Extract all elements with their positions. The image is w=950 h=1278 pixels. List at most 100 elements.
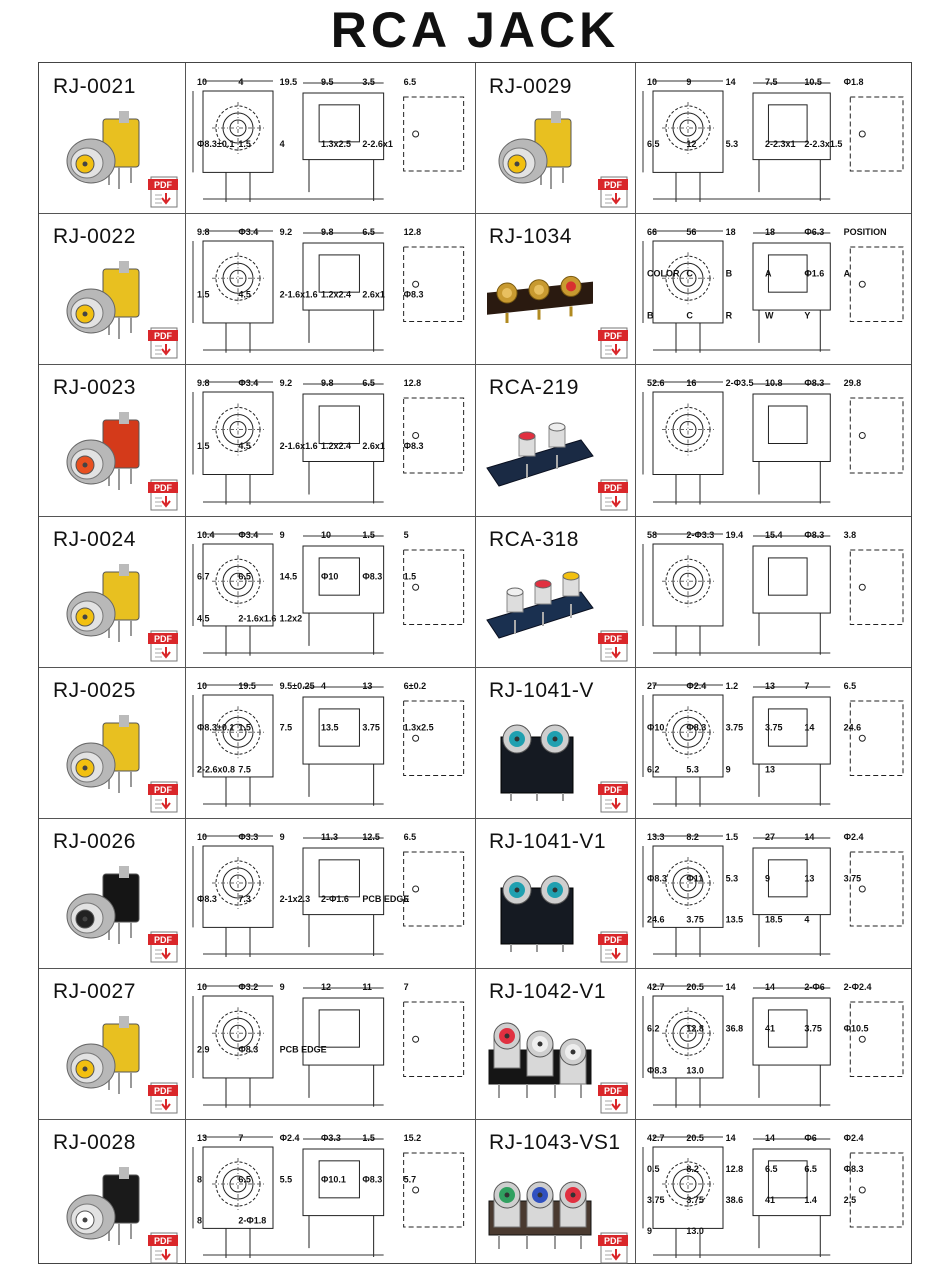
dimension-label: C: [686, 310, 693, 320]
model-number: RJ-0029: [489, 75, 572, 98]
dimension-label: 3.75: [804, 1024, 822, 1034]
pdf-download-icon[interactable]: PDF: [597, 629, 631, 663]
dimension-label: 9: [280, 530, 285, 540]
dimension-label: 41: [765, 1024, 775, 1034]
dimension-label: Φ8.3: [844, 1164, 864, 1174]
pdf-download-icon[interactable]: PDF: [147, 478, 181, 512]
dimension-label: 7.5: [280, 723, 293, 733]
product-photo: [488, 1022, 592, 1098]
dimension-label: 16: [686, 378, 696, 388]
model-number: RJ-0027: [53, 980, 136, 1003]
dimension-label: 11.3: [321, 832, 338, 842]
dimension-label: A: [765, 269, 772, 279]
dimension-label: Φ10: [321, 572, 338, 582]
dimension-label: 4: [238, 77, 243, 87]
dimension-label: 9.8: [197, 378, 210, 388]
dimension-label: 10: [197, 681, 207, 691]
svg-text:PDF: PDF: [604, 331, 623, 341]
dimension-label: 1.3x2.5: [404, 723, 434, 733]
dimension-label: 58: [647, 530, 657, 540]
dimension-label: 9.8: [197, 227, 210, 237]
dimension-label: 13.3: [647, 832, 665, 842]
dimension-label: 10: [197, 832, 207, 842]
pdf-download-icon[interactable]: PDF: [597, 1231, 631, 1265]
dimension-label: 2-Φ1.6: [321, 894, 349, 904]
dimension-label: 3.75: [726, 723, 744, 733]
dimension-label: 2-Φ1.8: [238, 1216, 266, 1226]
model-number: RJ-1043-VS1: [489, 1131, 621, 1154]
pdf-download-icon[interactable]: PDF: [147, 780, 181, 814]
pdf-download-icon[interactable]: PDF: [147, 1081, 181, 1115]
dimension-label: 66: [647, 227, 657, 237]
pdf-download-icon[interactable]: PDF: [147, 629, 181, 663]
page-title: RCA JACK: [330, 2, 620, 58]
dimension-label: 2-1x2.3: [280, 894, 311, 904]
pdf-download-icon[interactable]: PDF: [147, 930, 181, 964]
dimension-label: 4.5: [238, 441, 251, 451]
dimension-label: 9.8: [321, 227, 334, 237]
dimension-label: 4.5: [238, 290, 251, 300]
pdf-download-icon[interactable]: PDF: [597, 175, 631, 209]
dimension-label: 12.8: [404, 378, 422, 388]
dimension-label: 12: [686, 139, 696, 149]
pdf-download-icon[interactable]: PDF: [597, 1081, 631, 1115]
dimension-label: 2.6x1: [362, 441, 385, 451]
dimension-label: 5: [404, 530, 409, 540]
pdf-download-icon[interactable]: PDF: [147, 175, 181, 209]
grid-divider: [635, 63, 636, 1263]
pdf-download-icon[interactable]: PDF: [597, 478, 631, 512]
dimension-label: 5.3: [726, 873, 739, 883]
dimension-label: C: [686, 269, 693, 279]
dimension-label: 41: [765, 1195, 775, 1205]
svg-text:PDF: PDF: [604, 634, 623, 644]
dimension-label: 2-1.6x1.6: [280, 441, 318, 451]
dimension-label: 1.3x2.5: [321, 139, 351, 149]
dimension-label: 10.8: [765, 378, 783, 388]
product-photo: [66, 866, 140, 944]
pdf-download-icon[interactable]: PDF: [597, 326, 631, 360]
dimension-label: Φ3.4: [238, 530, 258, 540]
dimension-label: 13: [197, 1133, 207, 1143]
dimension-label: 27: [647, 681, 657, 691]
dimension-label: 5.3: [726, 139, 739, 149]
pdf-download-icon[interactable]: PDF: [597, 930, 631, 964]
pdf-download-icon[interactable]: PDF: [147, 326, 181, 360]
dimension-label: Φ2.4: [686, 681, 706, 691]
dimension-label: 2-Φ3.3: [686, 530, 714, 540]
dimension-label: 9.8: [321, 378, 334, 388]
dimension-label: Φ8.3: [362, 1174, 382, 1184]
dimension-label: 27: [765, 832, 775, 842]
dimension-label: 10: [647, 77, 657, 87]
dimension-label: 1.2x2.4: [321, 441, 351, 451]
dimension-label: 1.5: [404, 572, 417, 582]
svg-text:PDF: PDF: [604, 1086, 623, 1096]
model-number: RJ-0024: [53, 528, 136, 551]
dimension-label: 7.5: [765, 77, 778, 87]
pdf-download-icon[interactable]: PDF: [597, 780, 631, 814]
pdf-download-icon[interactable]: PDF: [147, 1231, 181, 1265]
dimension-label: 1.2: [726, 681, 739, 691]
dimension-label: 52.6: [647, 378, 665, 388]
dimension-label: 13.5: [321, 723, 339, 733]
dimension-label: 36.8: [726, 1024, 744, 1034]
dimension-label: 2-2.6x1: [362, 139, 393, 149]
svg-text:PDF: PDF: [604, 1236, 623, 1246]
dimension-label: W: [765, 310, 774, 320]
svg-text:PDF: PDF: [604, 785, 623, 795]
dimension-label: 0.5: [647, 1164, 660, 1174]
dimension-label: 7: [404, 982, 409, 992]
dimension-label: 12.8: [686, 1024, 704, 1034]
